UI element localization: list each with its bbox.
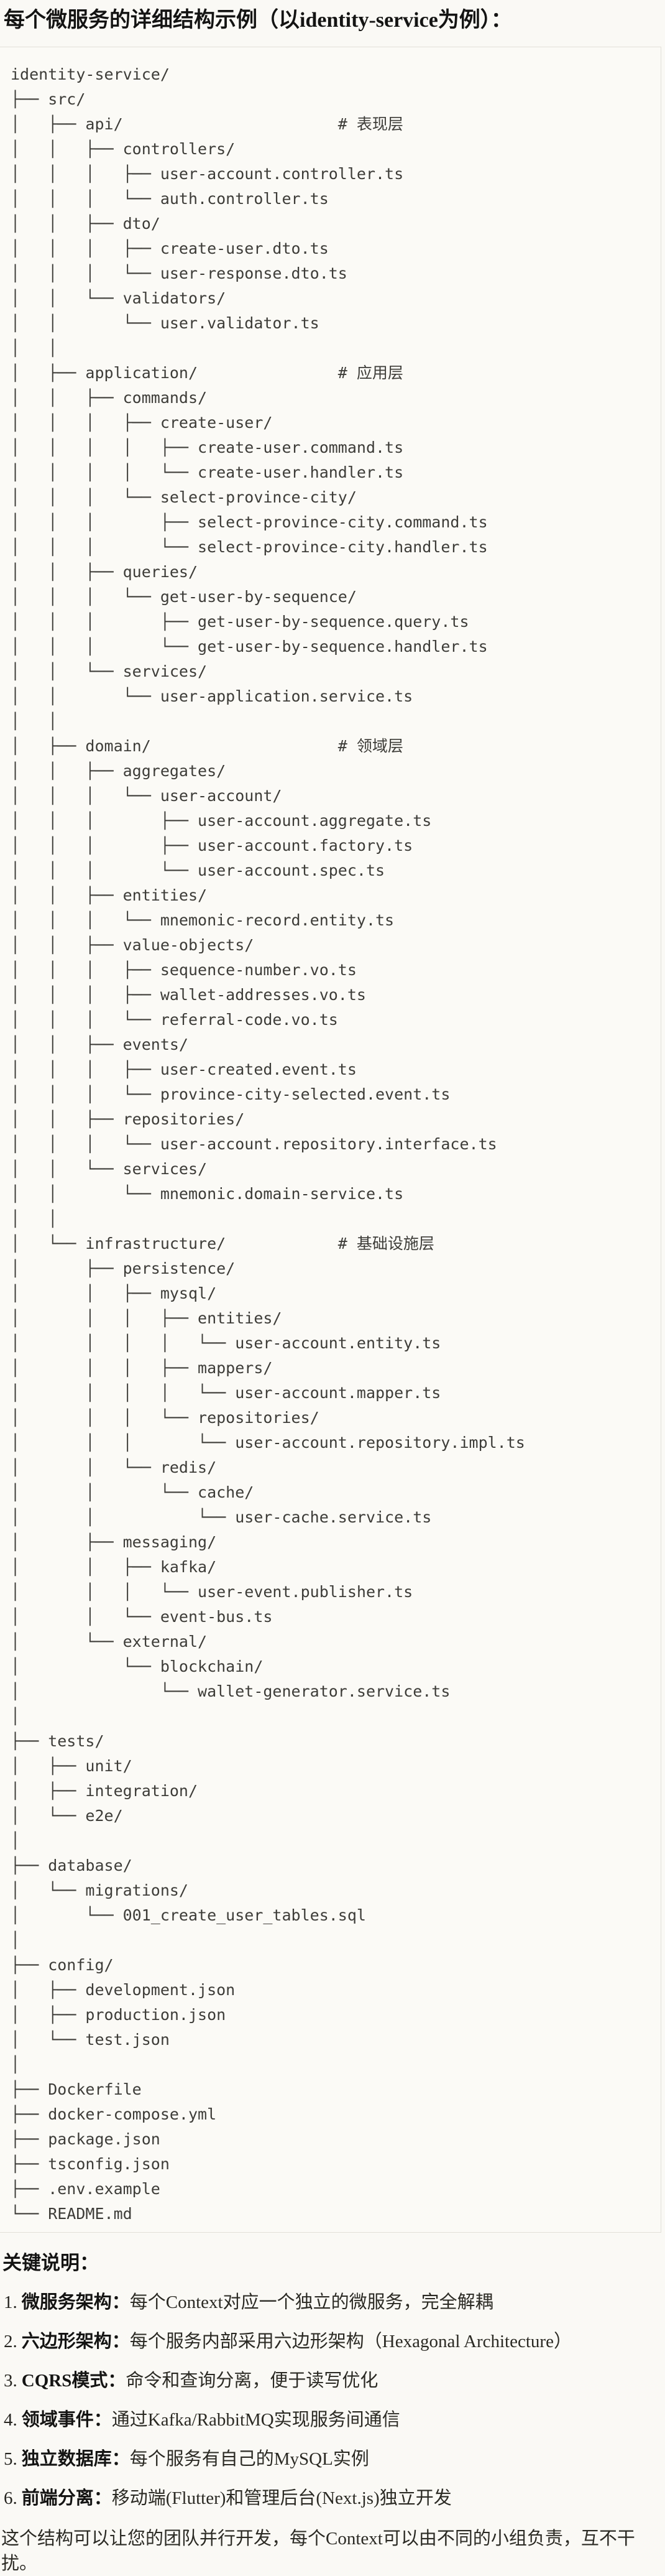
note-item: 3.CQRS模式：命令和查询分离，便于读写优化 (4, 2368, 665, 2393)
note-term: 领域事件： (21, 2410, 112, 2430)
note-term: 前端分离： (21, 2488, 112, 2508)
note-item: 1.微服务架构：每个Context对应一个独立的微服务，完全解耦 (4, 2290, 665, 2315)
note-number: 3. (4, 2371, 17, 2391)
note-item: 2.六边形架构：每个服务内部采用六边形架构（Hexagonal Architec… (4, 2329, 665, 2354)
file-tree: identity-service/ ├── src/ │ ├── api/ # … (11, 65, 525, 2223)
note-term: 六边形架构： (21, 2332, 130, 2351)
code-block: identity-service/ ├── src/ │ ├── api/ # … (0, 47, 661, 2233)
note-number: 2. (4, 2332, 17, 2351)
note-term: 微服务架构： (21, 2292, 130, 2312)
closing-paragraph: 这个结构可以让您的团队并行开发，每个Context可以由不同的小组负责，互不干扰… (1, 2529, 635, 2574)
note-description: 通过Kafka/RabbitMQ实现服务间通信 (111, 2410, 400, 2430)
note-number: 6. (4, 2488, 17, 2508)
note-description: 每个服务内部采用六边形架构（Hexagonal Architecture） (129, 2332, 572, 2351)
note-description: 移动端(Flutter)和管理后台(Next.js)独立开发 (111, 2488, 452, 2508)
note-number: 5. (4, 2449, 17, 2469)
note-term: CQRS模式： (21, 2371, 126, 2391)
note-description: 命令和查询分离，便于读写优化 (126, 2371, 378, 2391)
notes-heading: 关键说明： (2, 2252, 99, 2274)
note-term: 独立数据库： (21, 2449, 130, 2469)
note-number: 1. (4, 2292, 17, 2312)
note-description: 每个Context对应一个独立的微服务，完全解耦 (129, 2292, 493, 2312)
note-item: 6.前端分离：移动端(Flutter)和管理后台(Next.js)独立开发 (4, 2486, 665, 2511)
note-description: 每个服务有自己的MySQL实例 (129, 2449, 369, 2469)
note-item: 4.领域事件：通过Kafka/RabbitMQ实现服务间通信 (4, 2407, 665, 2432)
notes-list: 1.微服务架构：每个Context对应一个独立的微服务，完全解耦 2.六边形架构：… (0, 2290, 665, 2511)
note-item: 5.独立数据库：每个服务有自己的MySQL实例 (4, 2447, 665, 2472)
page-title: 每个微服务的详细结构示例（以identity-service为例）： (4, 9, 512, 32)
note-number: 4. (4, 2410, 17, 2430)
message-body: 每个微服务的详细结构示例（以identity-service为例）： ident… (0, 7, 665, 2576)
